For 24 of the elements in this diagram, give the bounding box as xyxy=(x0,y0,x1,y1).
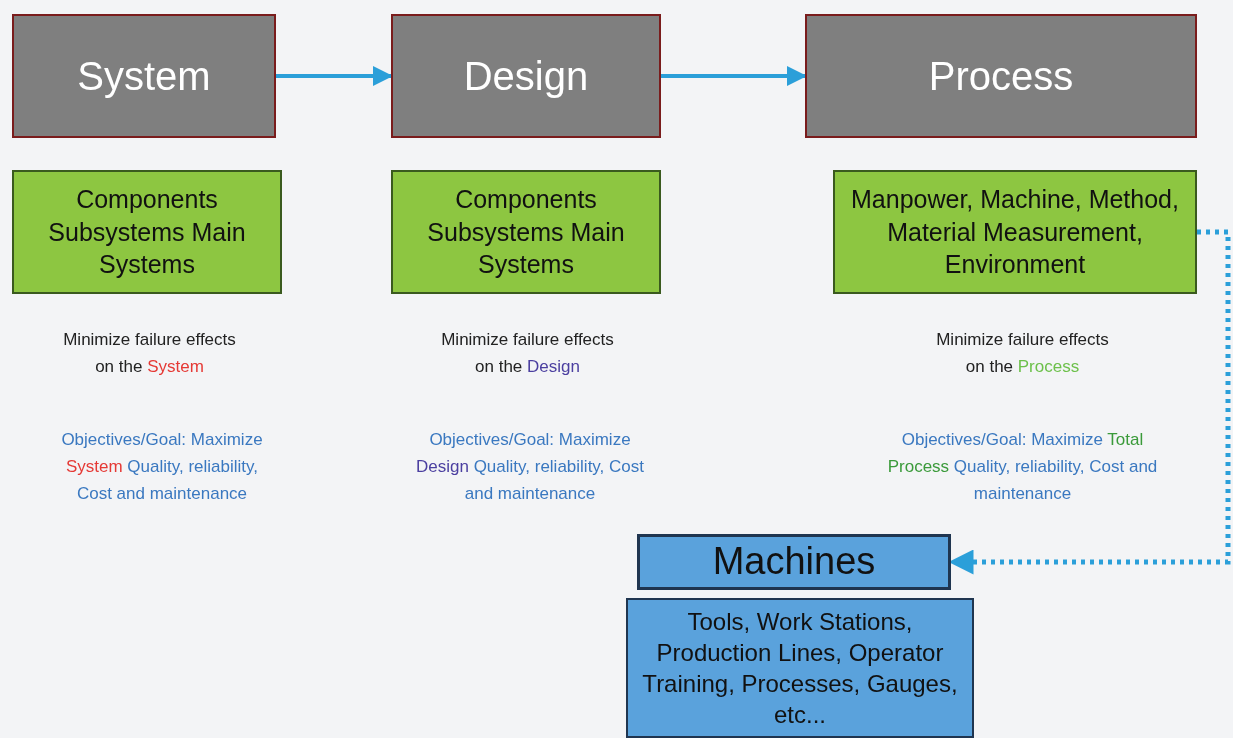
stage-title: Design xyxy=(463,53,589,100)
stage-box xyxy=(391,14,661,138)
stage-box xyxy=(12,14,276,138)
description-text: Objectives/Goal: Maximize Design Quality, reliability, Cost and maintenance xyxy=(415,429,645,505)
item-text: Components Subsystems Main Systems xyxy=(47,184,247,281)
item-box xyxy=(833,170,1197,294)
detail-text: Tools, Work Stations, Production Lines, Operator Training, Processes, Gauges, etc... xyxy=(641,606,959,731)
description-text: Minimize failure effects on the Process xyxy=(935,329,1110,378)
machines-box xyxy=(637,534,951,590)
item-text: Manpower, Machine, Method, Material Measurement, Environment xyxy=(850,184,1180,281)
description-text: Minimize failure effects on the System xyxy=(62,329,237,378)
detail-box xyxy=(626,598,974,738)
item-text: Components Subsystems Main Systems xyxy=(426,184,626,281)
stage-title: System xyxy=(77,53,211,100)
description-text: Objectives/Goal: Maximize System Quality, reliability, Cost and maintenance xyxy=(60,429,264,505)
arrow xyxy=(276,66,393,86)
stage-box xyxy=(805,14,1197,138)
description-text: Objectives/Goal: Maximize Total Process Quality, reliability, Cost and maintenance xyxy=(886,429,1159,505)
item-box xyxy=(391,170,661,294)
arrow xyxy=(661,66,807,86)
description-text: Minimize failure effects on the Design xyxy=(440,329,615,378)
machines-title: Machines xyxy=(712,539,876,585)
item-box xyxy=(12,170,282,294)
stage-title: Process xyxy=(928,53,1074,100)
